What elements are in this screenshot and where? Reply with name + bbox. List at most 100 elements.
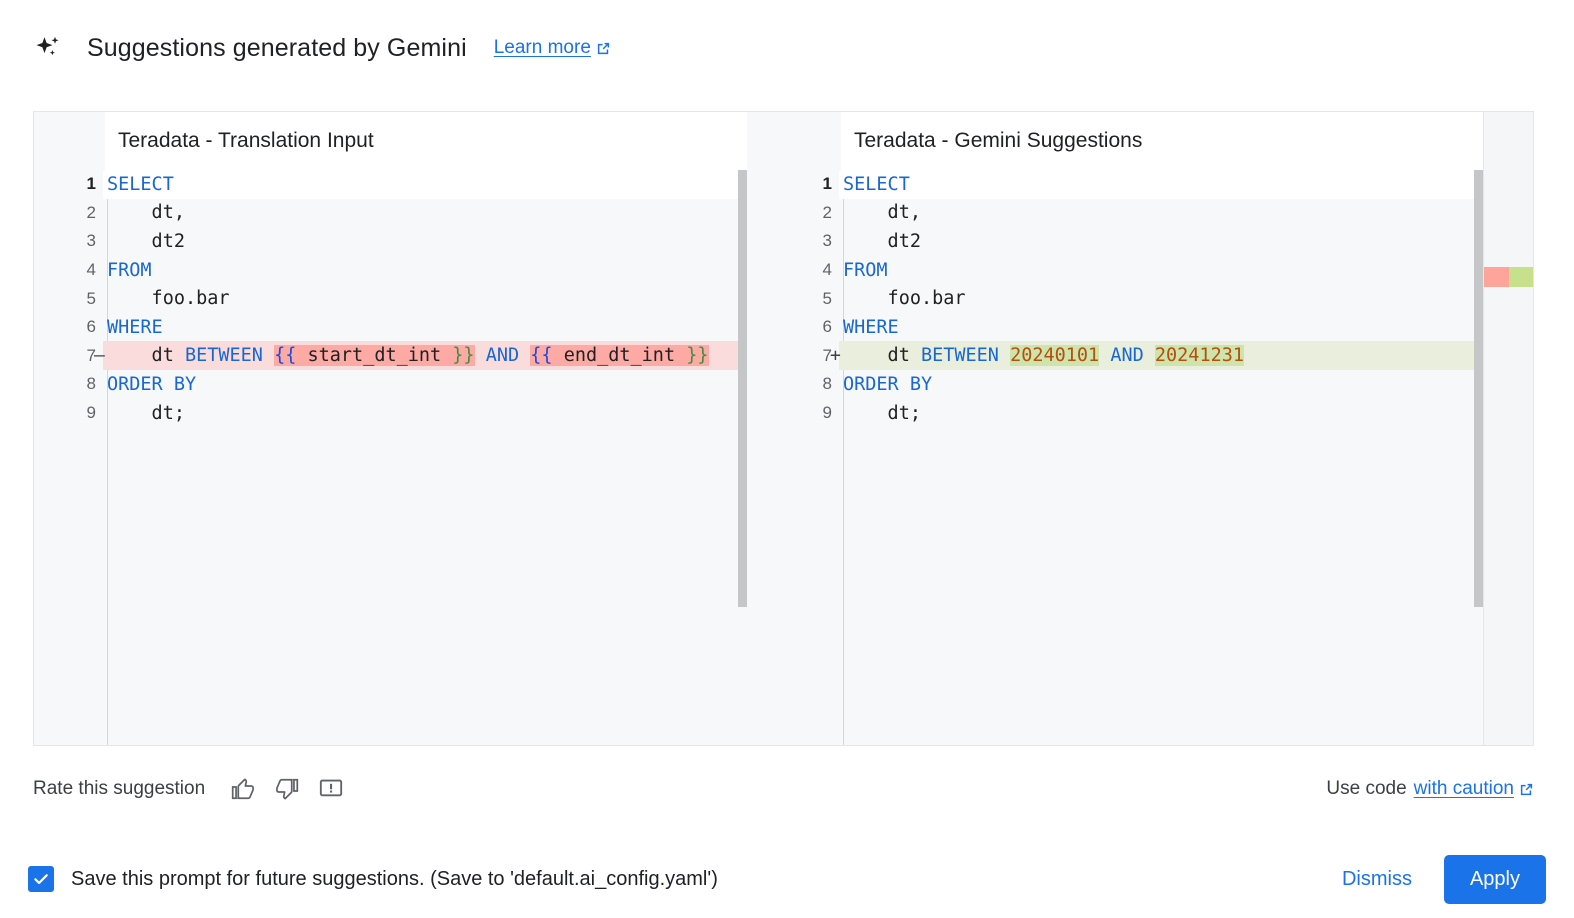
- code-token: BETWEEN: [184, 345, 263, 367]
- code-token: dt: [843, 345, 921, 367]
- code-token: [1144, 345, 1155, 366]
- code-line[interactable]: 5 foo.bar: [34, 284, 747, 313]
- line-number: 4: [822, 260, 832, 280]
- code-text: dt2: [841, 231, 1483, 252]
- ruler-deletion-marker: [1484, 267, 1509, 287]
- with-caution-link[interactable]: with caution: [1414, 778, 1534, 800]
- code-token: [263, 345, 274, 366]
- code-token: [1099, 345, 1110, 366]
- code-token: start_dt_int: [296, 345, 453, 367]
- code-token: }}: [452, 345, 475, 367]
- line-number: 7: [86, 345, 96, 365]
- code-line[interactable]: 4 FROM: [770, 256, 1483, 285]
- code-line[interactable]: 9 dt;: [770, 399, 1483, 428]
- code-token: }}: [686, 345, 709, 367]
- code-text: WHERE: [841, 317, 1483, 338]
- sparkle-icon: [33, 33, 63, 63]
- code-token: 20240101: [1010, 345, 1100, 367]
- line-number: 2: [86, 202, 96, 222]
- code-text: foo.bar: [105, 288, 747, 309]
- code-line[interactable]: 4 FROM: [34, 256, 747, 285]
- code-token: BETWEEN: [920, 345, 999, 367]
- line-number: 1: [822, 174, 832, 194]
- code-line[interactable]: 6 WHERE: [34, 313, 747, 342]
- rate-label: Rate this suggestion: [33, 778, 206, 799]
- indent-guide: [843, 170, 844, 745]
- code-token: [475, 345, 486, 366]
- line-number: 2: [822, 202, 832, 222]
- code-text: FROM: [105, 260, 747, 281]
- code-token: {{: [274, 345, 297, 367]
- code-line[interactable]: 2 dt,: [34, 199, 747, 228]
- code-token: dt;: [843, 402, 921, 424]
- report-feedback-icon[interactable]: [316, 774, 346, 804]
- code-line[interactable]: 1 SELECT: [34, 169, 747, 199]
- ruler-insertion-marker: [1509, 267, 1533, 287]
- code-line[interactable]: 6 WHERE: [770, 313, 1483, 342]
- external-link-icon: [596, 41, 611, 56]
- code-token: ORDER BY: [107, 373, 197, 395]
- line-number: 4: [86, 260, 96, 280]
- line-number: 5: [86, 288, 96, 308]
- line-number: 8: [822, 374, 832, 394]
- right-editor-title-bar: Teradata - Gemini Suggestions: [770, 112, 1483, 170]
- line-number: 3: [822, 231, 832, 251]
- external-link-icon: [1519, 782, 1534, 797]
- code-token: 20241231: [1154, 345, 1244, 367]
- footer-actions: Dismiss Apply: [1328, 854, 1546, 904]
- line-number: 6: [86, 317, 96, 337]
- code-line[interactable]: 5 foo.bar: [770, 284, 1483, 313]
- line-number: 9: [822, 403, 832, 423]
- line-number: 9: [86, 403, 96, 423]
- code-text: foo.bar: [841, 288, 1483, 309]
- dismiss-button[interactable]: Dismiss: [1328, 858, 1426, 901]
- code-token: WHERE: [107, 316, 163, 338]
- code-text: SELECT: [839, 169, 1483, 199]
- code-line[interactable]: 9 dt;: [34, 399, 747, 428]
- code-token: ORDER BY: [843, 373, 933, 395]
- line-number: 1: [86, 174, 96, 194]
- code-line[interactable]: 7+ dt BETWEEN 20240101 AND 20241231: [770, 341, 1483, 371]
- code-text: dt;: [841, 403, 1483, 424]
- code-text: FROM: [841, 260, 1483, 281]
- code-line[interactable]: 8 ORDER BY: [770, 370, 1483, 399]
- rate-icon-group: [228, 774, 346, 804]
- code-text: dt BETWEEN 20240101 AND 20241231: [839, 341, 1483, 371]
- right-vertical-scrollbar-thumb[interactable]: [1474, 170, 1483, 607]
- line-number: 3: [86, 231, 96, 251]
- line-number: 6: [822, 317, 832, 337]
- code-line[interactable]: 3 dt2: [770, 227, 1483, 256]
- code-line[interactable]: 3 dt2: [34, 227, 747, 256]
- code-token: dt,: [843, 202, 921, 224]
- diff-overview-ruler[interactable]: [1483, 112, 1533, 745]
- save-prompt-group[interactable]: Save this prompt for future suggestions.…: [28, 866, 718, 892]
- left-editor-title-bar: Teradata - Translation Input: [34, 112, 747, 170]
- code-text: SELECT: [103, 169, 747, 199]
- code-text: dt BETWEEN {{ start_dt_int }} AND {{ end…: [103, 341, 747, 371]
- code-line[interactable]: 2 dt,: [770, 199, 1483, 228]
- thumb-up-icon[interactable]: [228, 774, 258, 804]
- with-caution-label: with caution: [1413, 778, 1514, 799]
- code-line[interactable]: 1 SELECT: [770, 169, 1483, 199]
- left-editor-title: Teradata - Translation Input: [118, 129, 374, 152]
- code-token: dt2: [843, 230, 921, 252]
- save-prompt-label: Save this prompt for future suggestions.…: [71, 867, 718, 890]
- apply-button[interactable]: Apply: [1443, 854, 1546, 904]
- save-prompt-checkbox[interactable]: [28, 866, 54, 892]
- code-line[interactable]: 7– dt BETWEEN {{ start_dt_int }} AND {{ …: [34, 341, 747, 371]
- learn-more-link[interactable]: Learn more: [494, 37, 611, 59]
- learn-more-label: Learn more: [493, 37, 591, 58]
- use-code-label: Use code: [1326, 778, 1407, 799]
- left-vertical-scrollbar-thumb[interactable]: [738, 170, 747, 607]
- right-editor-title: Teradata - Gemini Suggestions: [854, 129, 1143, 152]
- code-text: WHERE: [105, 317, 747, 338]
- thumb-down-icon[interactable]: [272, 774, 302, 804]
